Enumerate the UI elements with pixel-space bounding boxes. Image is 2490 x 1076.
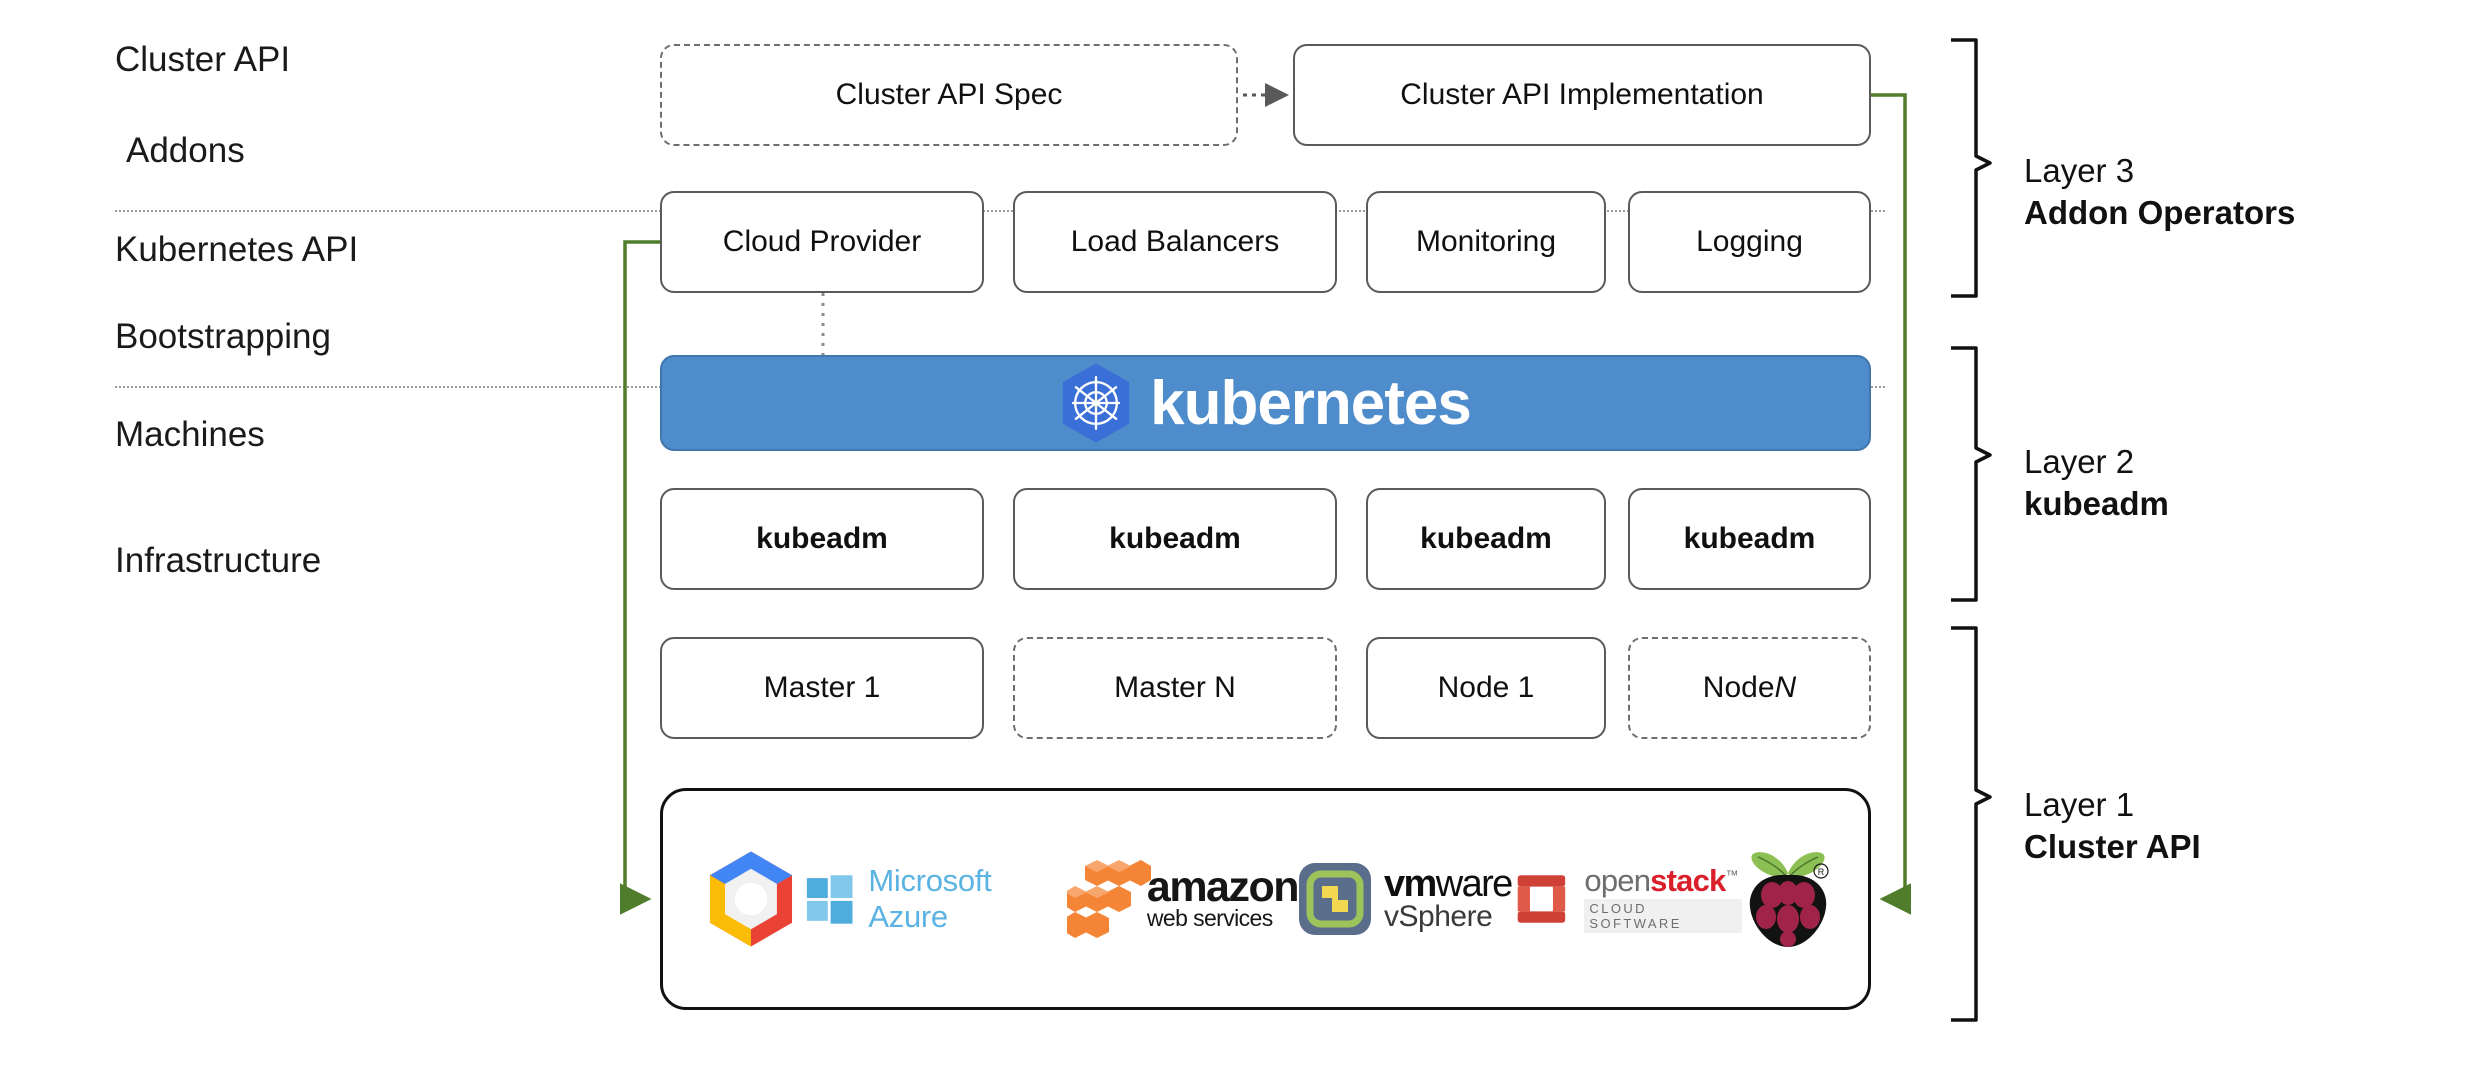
layer-2-label: Layer 2 kubeadm bbox=[2024, 441, 2169, 525]
node-kubeadm-3[interactable]: kubeadm bbox=[1366, 488, 1606, 590]
node-kubeadm-1[interactable]: kubeadm bbox=[660, 488, 984, 590]
row-label-infrastructure: Infrastructure bbox=[115, 541, 322, 580]
infrastructure-container: Microsoft Azure bbox=[660, 788, 1871, 1010]
vmware-wordmark: vmware bbox=[1384, 862, 1514, 905]
row-label-addons: Addons bbox=[126, 131, 245, 170]
separator-layer3-layer2 bbox=[115, 210, 1885, 212]
row-label-bootstrapping: Bootstrapping bbox=[115, 317, 331, 356]
node-load-balancers[interactable]: Load Balancers bbox=[1013, 191, 1337, 293]
node-master-1[interactable]: Master 1 bbox=[660, 637, 984, 739]
layer-3-line2: Addon Operators bbox=[2024, 194, 2296, 232]
row-label-kubernetes-api: Kubernetes API bbox=[115, 230, 359, 269]
layer-3-line1: Layer 3 bbox=[2024, 152, 2135, 189]
aws-wordmark-top: amazon bbox=[1146, 862, 1300, 911]
connector-cloud-provider-to-infrastructure bbox=[620, 240, 660, 915]
openstack-wordmark: openstack™ bbox=[1584, 863, 1738, 898]
vmware-vsphere-logo-icon[interactable]: vmware vSphere bbox=[1298, 862, 1514, 936]
kubernetes-logo-icon bbox=[1060, 362, 1132, 444]
layer-2-line1: Layer 2 bbox=[2024, 443, 2135, 480]
layer-1-line1: Layer 1 bbox=[2024, 786, 2135, 823]
node-node-n-italic: N bbox=[1774, 671, 1797, 704]
amazon-web-services-logo-icon[interactable]: amazon web services bbox=[1066, 856, 1300, 942]
vmware-wordmark-rest: ware bbox=[1435, 862, 1514, 905]
openstack-tagline: CLOUD SOFTWARE bbox=[1584, 899, 1742, 933]
connector-implementation-to-infrastructure bbox=[1871, 93, 1911, 915]
vmware-wordmark-bold: vm bbox=[1384, 862, 1437, 905]
bracket-layer-2 bbox=[1951, 346, 1992, 602]
node-cluster-api-implementation[interactable]: Cluster API Implementation bbox=[1293, 44, 1871, 146]
layer-1-line2: Cluster API bbox=[2024, 828, 2201, 866]
openstack-trademark-icon: ™ bbox=[1725, 867, 1738, 883]
node-node-n[interactable]: Node N bbox=[1628, 637, 1871, 739]
bracket-layer-1 bbox=[1951, 626, 1992, 1022]
openstack-wordmark-open: open bbox=[1584, 863, 1651, 898]
layer-3-label: Layer 3 Addon Operators bbox=[2024, 150, 2295, 234]
vsphere-wordmark: vSphere bbox=[1384, 900, 1493, 934]
microsoft-azure-wordmark: Microsoft Azure bbox=[868, 863, 992, 934]
row-label-machines: Machines bbox=[115, 415, 265, 454]
node-cloud-provider[interactable]: Cloud Provider bbox=[660, 191, 984, 293]
node-logging[interactable]: Logging bbox=[1628, 191, 1871, 293]
node-kubeadm-2[interactable]: kubeadm bbox=[1013, 488, 1337, 590]
aws-wordmark-bottom: web services bbox=[1146, 905, 1273, 932]
openstack-logo-icon[interactable]: openstack™ CLOUD SOFTWARE bbox=[1512, 865, 1742, 933]
node-monitoring[interactable]: Monitoring bbox=[1366, 191, 1606, 293]
openstack-wordmark-stack: stack bbox=[1650, 863, 1726, 898]
layer-2-line2: kubeadm bbox=[2024, 485, 2169, 523]
node-cluster-api-spec[interactable]: Cluster API Spec bbox=[660, 44, 1238, 146]
kubernetes-wordmark: kubernetes bbox=[1150, 368, 1472, 438]
node-kubeadm-4[interactable]: kubeadm bbox=[1628, 488, 1871, 590]
bracket-layer-3 bbox=[1951, 38, 1992, 298]
microsoft-azure-logo-icon[interactable]: Microsoft Azure bbox=[805, 863, 1067, 935]
google-cloud-logo-icon[interactable] bbox=[697, 845, 805, 953]
raspberry-pi-logo-icon[interactable]: R bbox=[1742, 847, 1834, 951]
node-master-n[interactable]: Master N bbox=[1013, 637, 1337, 739]
layer-1-label: Layer 1 Cluster API bbox=[2024, 784, 2201, 868]
node-node-1[interactable]: Node 1 bbox=[1366, 637, 1606, 739]
row-label-cluster-api: Cluster API bbox=[115, 40, 291, 79]
kubernetes-banner[interactable]: kubernetes bbox=[660, 355, 1871, 451]
svg-text:R: R bbox=[1818, 867, 1825, 877]
node-node-n-lead: Node bbox=[1702, 671, 1775, 704]
